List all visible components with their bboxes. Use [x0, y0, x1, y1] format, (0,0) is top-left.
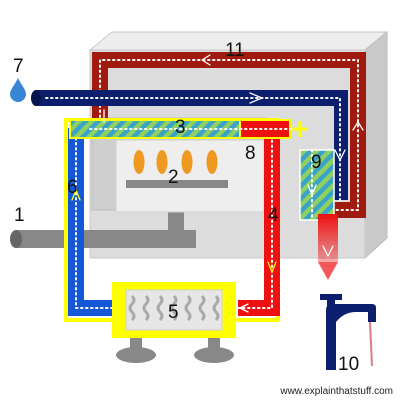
label-9: 9 [311, 152, 322, 173]
flame [206, 150, 218, 174]
hot-water-outlet [318, 214, 338, 280]
flame [133, 150, 145, 174]
site-credit: www.explainthatstuff.com [279, 386, 393, 397]
secondary-heat-exchanger [299, 149, 335, 221]
cold-water-mains [31, 90, 348, 201]
flame [181, 150, 193, 174]
hot-water-tap-icon [320, 294, 376, 370]
label-2: 2 [168, 167, 179, 188]
label-3: 3 [175, 117, 186, 138]
label-1: 1 [14, 205, 25, 226]
label-8: 8 [245, 143, 256, 164]
gas-burner [126, 150, 228, 188]
label-11: 11 [225, 40, 245, 61]
label-10: 10 [338, 354, 359, 375]
label-7: 7 [13, 56, 24, 77]
pump [112, 282, 236, 363]
heat-exchanger [69, 109, 308, 139]
flame [156, 150, 168, 174]
label-4: 4 [268, 205, 279, 226]
flow-pipe [237, 127, 280, 316]
label-6: 6 [67, 177, 78, 198]
label-5: 5 [168, 302, 179, 323]
water-drop-icon [10, 78, 26, 102]
